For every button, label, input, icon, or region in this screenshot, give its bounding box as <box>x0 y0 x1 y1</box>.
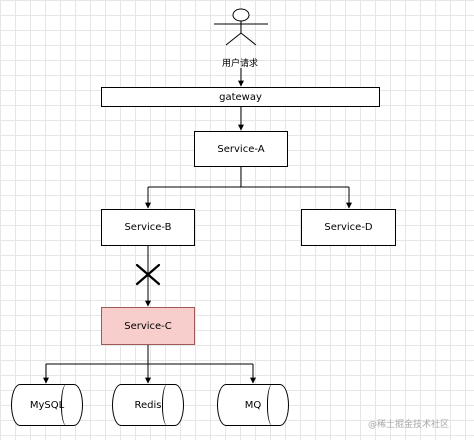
service-c-box[interactable]: Service-C <box>101 307 195 345</box>
connector-service-c-branches <box>46 345 253 365</box>
service-a-box[interactable]: Service-A <box>194 131 288 167</box>
watermark-text: @稀土掘金技术社区 <box>368 420 450 430</box>
user-actor-icon <box>214 8 268 46</box>
gateway-box[interactable]: gateway <box>101 87 380 107</box>
actor-label: 用户请求 <box>222 59 259 69</box>
service-b-box[interactable]: Service-B <box>101 209 195 246</box>
mysql-database[interactable]: MySQL <box>11 384 83 426</box>
connector-service-a-branches <box>148 167 349 188</box>
broken-link-cross-icon <box>135 263 161 286</box>
service-d-box[interactable]: Service-D <box>301 209 396 246</box>
mq-database[interactable]: MQ <box>217 384 289 426</box>
redis-database[interactable]: Redis <box>112 384 184 426</box>
